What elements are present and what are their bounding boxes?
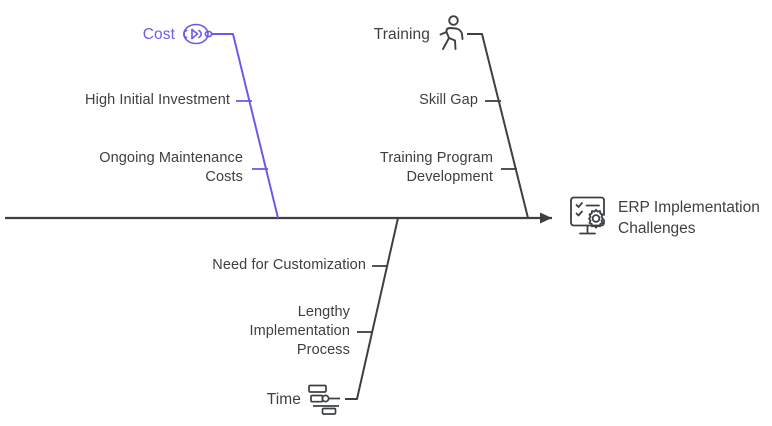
- gantt-chart-icon: [308, 384, 340, 415]
- branch-training-line: [467, 33, 529, 219]
- cause-label-cost-2[interactable]: Ongoing Maintenance Costs: [99, 150, 243, 185]
- branch-label-time[interactable]: Time: [266, 391, 301, 408]
- cause-label-training-2[interactable]: Training Program Development: [379, 150, 493, 185]
- monitor-checklist-gear-icon: [570, 196, 605, 235]
- spine-group: [5, 212, 552, 224]
- head-label[interactable]: ERP Implementation Challenges: [618, 199, 760, 237]
- branch-label-training[interactable]: Training: [373, 26, 430, 43]
- cause-label-cost-1[interactable]: High Initial Investment: [85, 92, 230, 108]
- cause-label-training-1[interactable]: Skill Gap: [419, 92, 478, 108]
- branch-cost[interactable]: [183, 23, 279, 219]
- cause-label-time-1[interactable]: Need for Customization: [212, 257, 366, 273]
- branch-label-cost[interactable]: Cost: [142, 26, 175, 43]
- branch-time[interactable]: [308, 217, 399, 415]
- running-person-icon: [439, 15, 464, 50]
- branch-time-line: [345, 217, 399, 400]
- money-coins-icon: [183, 23, 213, 45]
- branch-training[interactable]: [439, 15, 529, 219]
- cause-label-time-2[interactable]: Lengthy Implementation Process: [249, 304, 350, 358]
- branch-cost-line: [211, 33, 279, 219]
- spine-arrowhead: [540, 212, 552, 224]
